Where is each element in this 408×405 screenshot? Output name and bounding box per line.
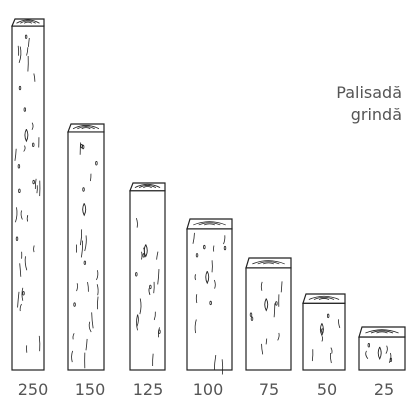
- post-50: [302, 293, 346, 371]
- post-75: [245, 257, 292, 371]
- post-25: [358, 326, 406, 371]
- size-label-50: 50: [316, 380, 338, 399]
- size-label-125: 125: [132, 380, 164, 399]
- post-250: [11, 18, 45, 371]
- post-150: [67, 123, 105, 371]
- title-line-1: Palisadă: [336, 83, 402, 102]
- size-label-25: 25: [373, 380, 395, 399]
- post-125: [129, 182, 166, 371]
- size-label-75: 75: [258, 380, 280, 399]
- size-label-100: 100: [192, 380, 224, 399]
- post-100: [186, 218, 233, 375]
- diagram-title: Palisadă grindă: [336, 82, 402, 126]
- title-line-2: grindă: [350, 105, 402, 124]
- size-label-250: 250: [17, 380, 49, 399]
- size-label-150: 150: [74, 380, 106, 399]
